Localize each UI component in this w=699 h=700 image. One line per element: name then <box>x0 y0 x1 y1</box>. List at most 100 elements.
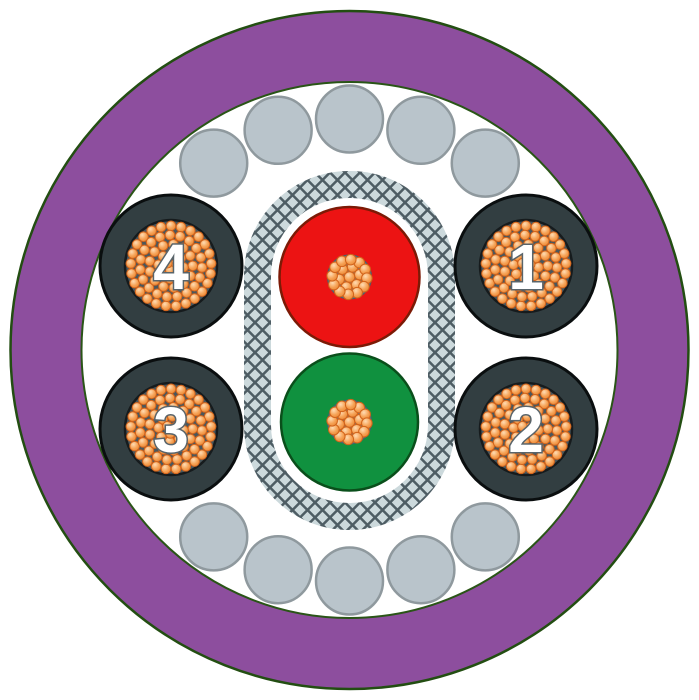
copper-strand <box>516 291 528 303</box>
copper-strand <box>142 293 153 304</box>
copper-strand <box>497 293 508 304</box>
copper-strand <box>546 405 557 417</box>
copper-strand <box>134 264 146 275</box>
copper-strand <box>551 262 563 273</box>
copper-strand <box>516 454 528 466</box>
copper-strand <box>194 435 206 446</box>
filler-strand-10 <box>178 502 249 572</box>
copper-strand <box>195 415 207 426</box>
conductor-1-number: 1 <box>508 231 544 303</box>
copper-strand <box>195 252 207 263</box>
copper-strand <box>177 242 189 254</box>
copper-strand <box>549 272 561 283</box>
copper-strand <box>196 262 208 273</box>
copper-strand <box>158 281 169 292</box>
copper-strand <box>143 282 155 294</box>
copper-strand <box>144 418 156 430</box>
copper-strand <box>517 257 528 269</box>
copper-strand <box>194 272 206 283</box>
copper-strand <box>489 427 501 438</box>
copper-strand <box>489 286 501 297</box>
copper-strand <box>512 403 524 415</box>
copper-strand <box>480 258 492 269</box>
copper-strand <box>481 268 492 279</box>
copper-strand <box>134 286 146 297</box>
copper-strand <box>520 383 532 395</box>
copper-strand <box>178 278 189 290</box>
copper-strand <box>529 231 541 242</box>
copper-strand <box>538 235 550 247</box>
copper-strand <box>151 288 163 300</box>
copper-strand <box>168 282 180 293</box>
copper-strand <box>205 421 217 432</box>
copper-strand <box>187 260 199 272</box>
copper-strand <box>529 394 541 405</box>
copper-strand <box>522 248 533 259</box>
copper-strand <box>550 415 562 426</box>
green-core <box>279 352 420 492</box>
filler-strand-3 <box>314 84 385 154</box>
copper-strand <box>494 244 505 256</box>
copper-strand <box>149 275 161 286</box>
copper-strand <box>205 258 217 269</box>
copper-strand <box>560 421 572 432</box>
conductor-4: 4 <box>98 193 244 339</box>
copper-strand <box>183 235 195 247</box>
copper-strand <box>193 394 204 405</box>
filler-strand-4 <box>386 95 456 166</box>
filler-strand-1 <box>178 128 249 198</box>
copper-strand <box>149 246 160 258</box>
copper-strand <box>489 449 501 460</box>
filler-strand-8 <box>314 546 385 616</box>
copper-strand <box>504 438 516 449</box>
copper-strand <box>546 242 557 254</box>
copper-strand <box>538 398 550 410</box>
copper-strand <box>162 257 173 269</box>
copper-strand <box>548 394 559 405</box>
copper-strand <box>138 231 149 242</box>
copper-strand <box>151 451 163 463</box>
copper-strand <box>142 456 153 467</box>
copper-strand <box>551 286 563 297</box>
copper-strand <box>189 456 200 467</box>
copper-strand <box>202 440 213 452</box>
copper-strand <box>143 445 155 457</box>
copper-strand <box>161 454 173 466</box>
copper-strand <box>146 388 157 400</box>
copper-strand <box>149 409 160 421</box>
copper-strand <box>542 260 554 272</box>
copper-strand <box>532 242 544 254</box>
copper-strand <box>205 431 216 442</box>
copper-strand <box>486 239 498 250</box>
conductor-2: 2 <box>453 356 599 502</box>
copper-strand <box>185 433 196 445</box>
copper-strand <box>161 291 173 303</box>
copper-strand <box>499 266 511 277</box>
copper-strand <box>167 411 178 422</box>
copper-strand <box>165 383 177 395</box>
copper-strand <box>549 435 561 446</box>
copper-strand <box>499 418 511 430</box>
copper-strand <box>486 402 498 413</box>
copper-strand <box>540 270 551 282</box>
copper-strand <box>135 417 147 428</box>
copper-strand <box>544 293 555 304</box>
copper-strand <box>167 248 178 259</box>
copper-strand <box>162 420 173 432</box>
copper-strand <box>500 399 512 411</box>
copper-strand <box>205 268 216 279</box>
copper-strand <box>177 405 189 417</box>
copper-strand <box>189 293 200 304</box>
copper-strand <box>535 461 547 472</box>
copper-strand <box>131 239 143 250</box>
copper-strand <box>493 231 504 242</box>
copper-strand <box>139 407 150 419</box>
copper-strand <box>492 274 504 285</box>
copper-strand <box>180 461 192 472</box>
copper-strand <box>500 236 512 248</box>
copper-strand <box>519 229 531 241</box>
copper-strand <box>164 229 176 241</box>
conductor-3: 3 <box>98 356 244 502</box>
copper-strand <box>189 280 200 292</box>
